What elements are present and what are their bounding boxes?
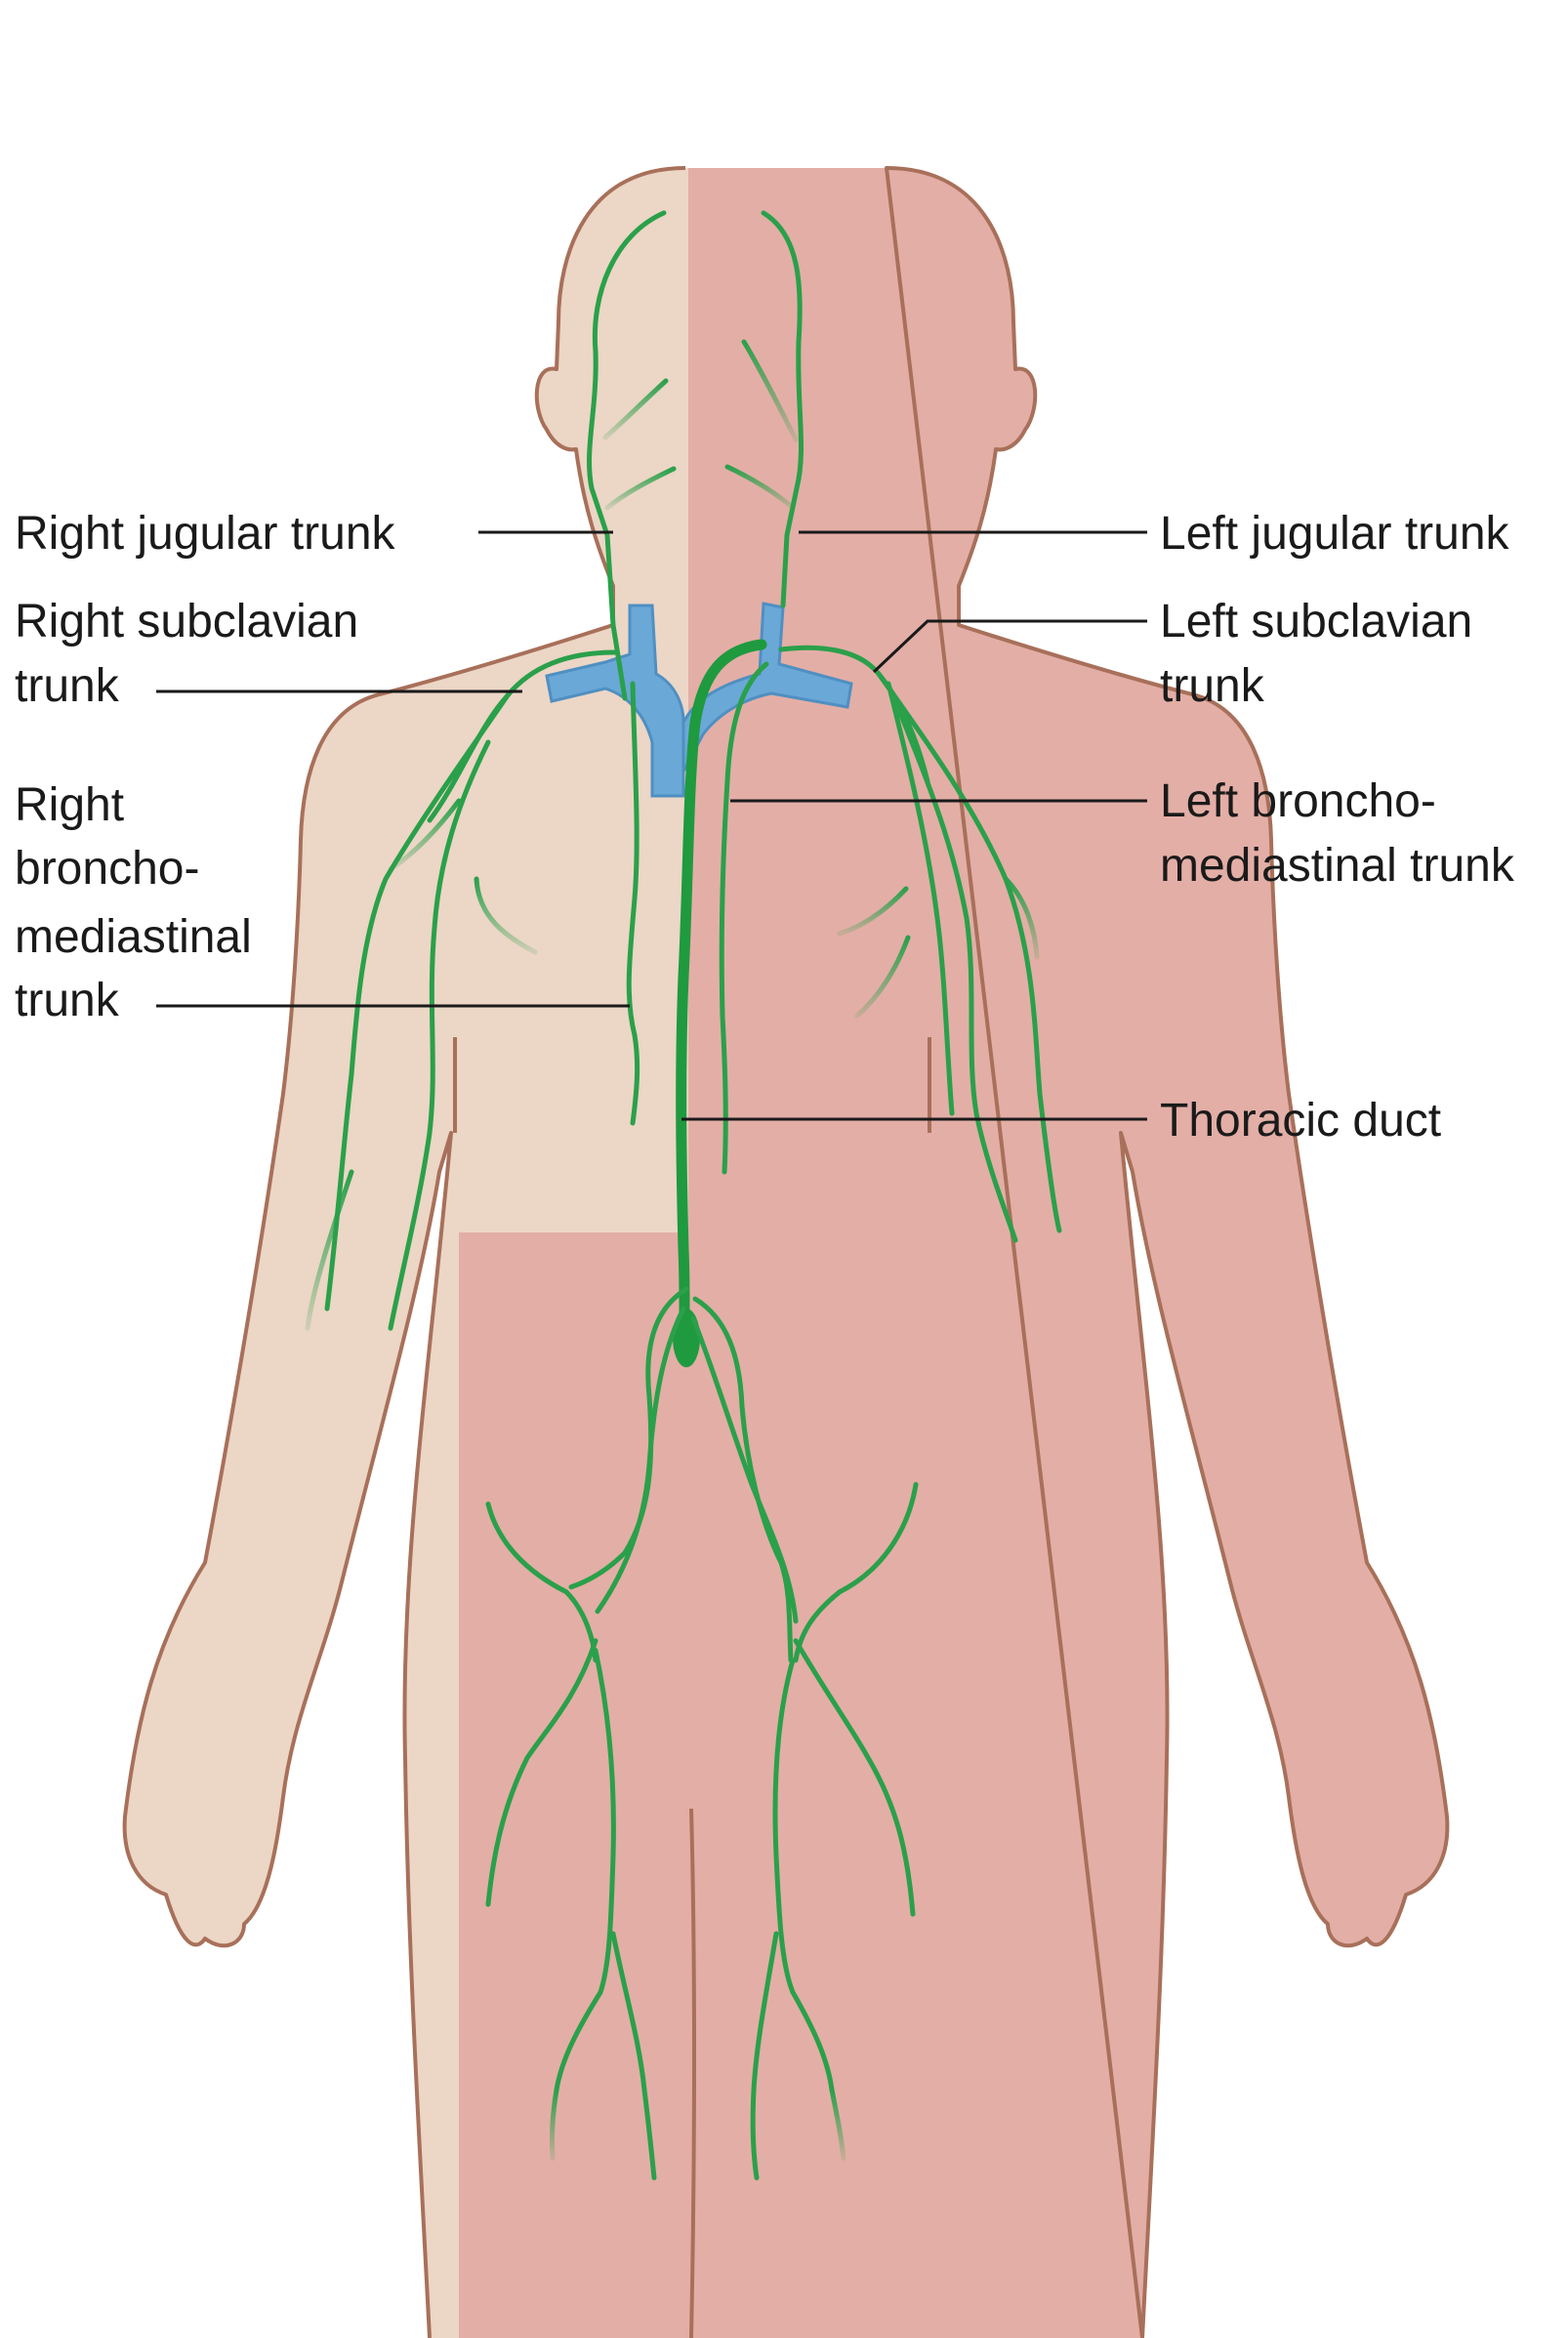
label-left-subclavian-trunk-line2: trunk <box>1160 660 1265 712</box>
label-left-bm-trunk-line2: mediastinal trunk <box>1160 840 1515 892</box>
left-neck-branch <box>724 464 796 511</box>
left-arm-branch-fade3 <box>1003 876 1040 960</box>
thoracic-duct-vessel <box>676 639 767 1363</box>
labels: Right jugular trunk Right subclavian tru… <box>15 508 1515 1147</box>
right-arm-vessel-fade1 <box>388 798 462 872</box>
leader-lines <box>156 530 1147 1121</box>
left-leg-vessel-inner2 <box>750 1931 779 2181</box>
left-bronchomediastinal-vessel <box>719 661 769 1175</box>
left-arm-branch-fade1 <box>837 886 909 937</box>
label-right-jugular-trunk: Right jugular trunk <box>15 508 396 560</box>
leg-division-line <box>689 1808 696 2338</box>
lymphatic-vessels <box>305 210 1062 2181</box>
label-thoracic-duct: Thoracic duct <box>1160 1095 1441 1147</box>
right-brachiocephalic-vein <box>545 604 685 798</box>
right-arm-region <box>124 168 459 2338</box>
label-left-jugular-trunk: Left jugular trunk <box>1160 508 1510 560</box>
right-lumbar-trunk-2 <box>595 1306 686 1614</box>
label-left-subclavian-trunk-line1: Left subclavian <box>1160 596 1472 647</box>
right-leg-vessel-inner2 <box>610 1931 657 2181</box>
left-head-vessel <box>761 210 804 608</box>
left-brachiocephalic-vein <box>681 602 853 772</box>
right-face-vessel <box>602 378 669 440</box>
right-leg-vessel-outer <box>485 1638 598 1907</box>
right-arm-vessel-inner <box>388 739 491 1331</box>
leader-left-subclavian <box>872 619 1147 674</box>
label-right-subclavian-trunk-line1: Right subclavian <box>15 596 358 647</box>
left-face-vessel <box>741 339 799 442</box>
right-inguinal-vessel <box>485 1501 598 1663</box>
left-arm-vessel-mid <box>886 681 955 1116</box>
right-arm-vessel-fade2 <box>474 876 538 955</box>
right-leg-vessel-inner <box>554 1648 616 2093</box>
right-head-vessel <box>587 210 667 701</box>
left-leg-fade <box>829 2087 846 2161</box>
label-right-bm-trunk-line3: mediastinal <box>15 911 252 963</box>
right-arm-vessel-bottom <box>305 1169 354 1331</box>
label-right-bm-trunk-line2: broncho- <box>15 843 199 895</box>
right-neck-branch <box>604 466 677 511</box>
label-right-subclavian-trunk-line2: trunk <box>15 660 120 712</box>
right-bronchomediastinal-vessel <box>626 681 640 1126</box>
label-right-bm-trunk-line1: Right <box>15 779 124 831</box>
veins <box>545 602 853 798</box>
label-right-bm-trunk-line4: trunk <box>15 975 120 1026</box>
right-arm-vessel-outer <box>324 692 511 1312</box>
left-lumbar-trunk-2 <box>690 1315 799 1624</box>
left-leg-vessel-outer <box>793 1638 916 1917</box>
right-leg-fade <box>549 2087 559 2161</box>
left-arm-branch-fade2 <box>854 935 911 1019</box>
left-arm-vessel-outer <box>876 671 1062 1233</box>
left-leg-vessel-inner <box>772 1657 835 2093</box>
left-inguinal-vessel <box>793 1482 919 1663</box>
label-left-bm-trunk-line1: Left broncho- <box>1160 775 1436 827</box>
